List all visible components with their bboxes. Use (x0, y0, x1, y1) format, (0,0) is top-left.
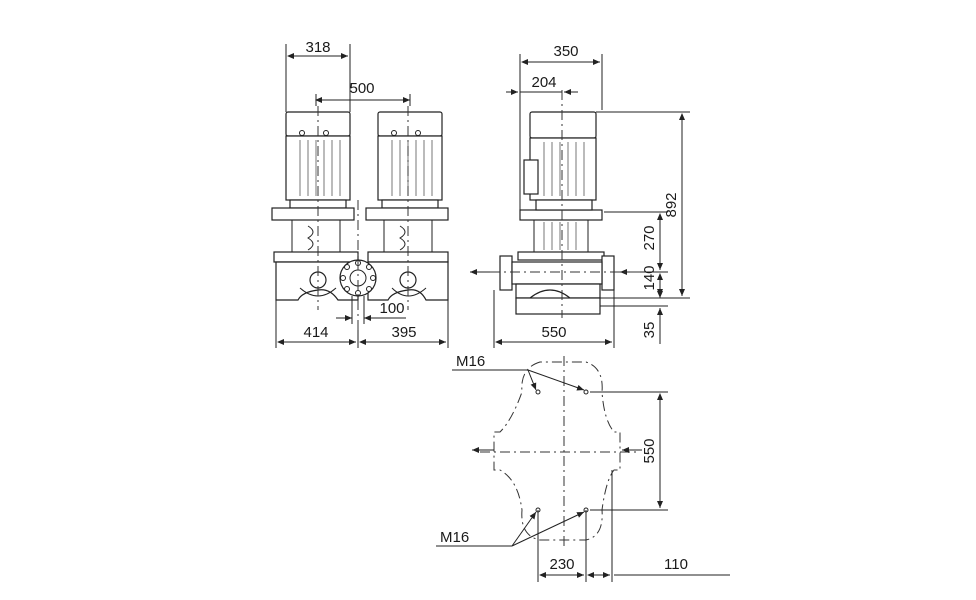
plan-view: M16 M16 550 230 110 (436, 353, 730, 582)
dim-front-motor-width: 318 (285, 39, 351, 112)
bolt-callout-top: M16 (452, 353, 585, 391)
dim-500-label: 500 (349, 80, 374, 97)
dim-395-label: 395 (391, 324, 416, 341)
left-motor (271, 111, 355, 221)
bolt-callout-bottom: M16 (436, 511, 585, 547)
side-view: 350 204 892 270 140 (470, 43, 690, 348)
dim-side-port-height: 140 (640, 265, 668, 296)
dim-side-motor-width: 350 (519, 43, 603, 210)
side-casing (499, 255, 615, 315)
couplings (273, 220, 449, 263)
dim-plan-foot-width: 230 110 (537, 470, 730, 582)
dim-35-label: 35 (641, 322, 658, 339)
dim-plan-foot-spacing: 550 (590, 391, 668, 511)
dim-side-total-height: 892 (596, 111, 690, 299)
dim-side-shaft-height: 270 (604, 211, 668, 270)
side-lantern (517, 220, 605, 261)
dim-front-base: 414 395 (275, 300, 449, 348)
dim-270-label: 270 (641, 225, 658, 250)
dim-550-side-label: 550 (541, 324, 566, 341)
dim-110-label: 110 (664, 556, 688, 573)
dim-230-label: 230 (549, 556, 574, 573)
dim-front-motor-spacing: 500 (315, 80, 411, 106)
m16-bottom-label: M16 (440, 529, 469, 546)
dim-892-label: 892 (663, 192, 680, 217)
dim-side-port-to-port: 550 (493, 290, 615, 348)
dim-550-plan-label: 550 (641, 438, 658, 463)
m16-top-label: M16 (456, 353, 485, 370)
dim-front-flange-offset: 100 (336, 296, 406, 324)
right-motor (365, 111, 449, 221)
dim-204-label: 204 (531, 74, 556, 91)
side-motor (519, 111, 603, 221)
dim-side-foot-height: 35 (600, 290, 668, 344)
dim-414-label: 414 (303, 324, 328, 341)
front-view: 318 500 100 414 395 (271, 39, 449, 348)
dim-318-label: 318 (305, 39, 330, 56)
dim-100-label: 100 (379, 300, 404, 317)
dim-side-motor-offset: 204 (506, 74, 578, 95)
dim-350-label: 350 (553, 43, 578, 60)
dim-140-label: 140 (641, 265, 658, 290)
